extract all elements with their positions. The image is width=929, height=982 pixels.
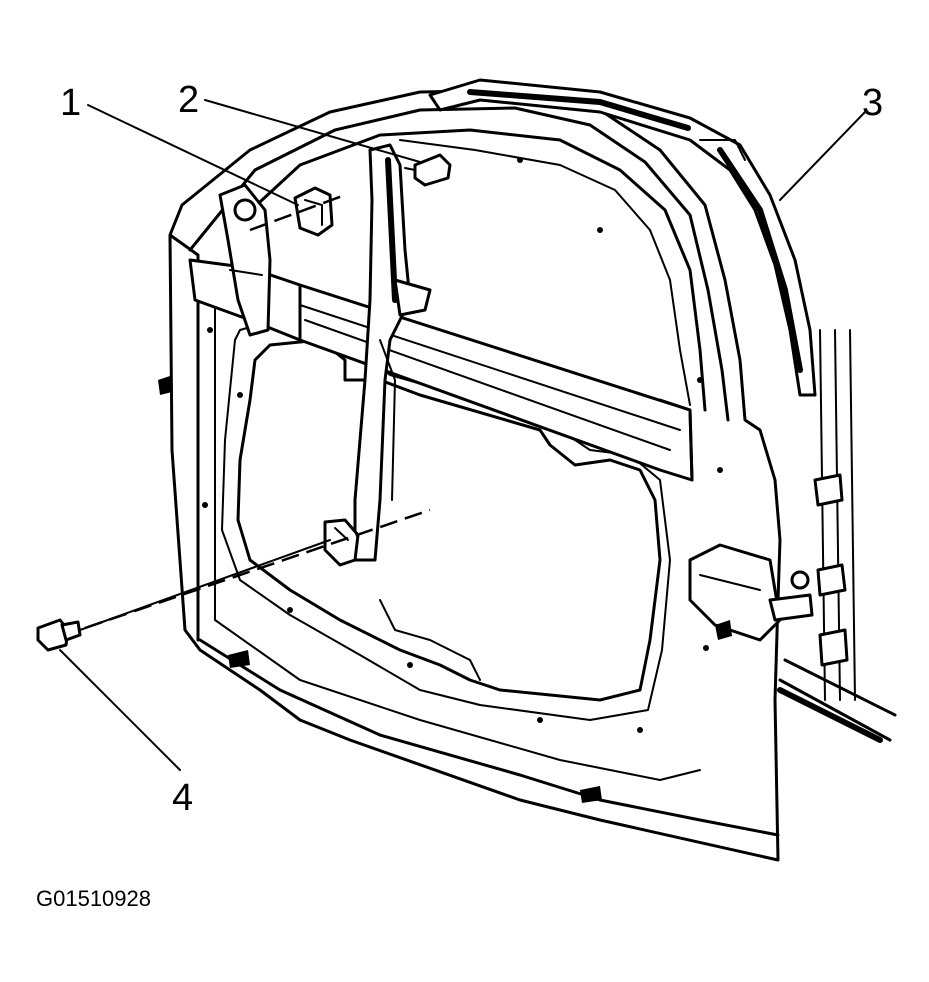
- part-4-bolt-lower: [36, 618, 82, 652]
- alignment-line-upper: [249, 193, 346, 232]
- door-inner-panel: [168, 88, 782, 862]
- bottom-clips: [158, 376, 732, 803]
- part-3-weatherstrip: [428, 78, 817, 397]
- part-2-bolt-upper: [404, 153, 452, 187]
- alignment-line-lower: [84, 508, 431, 630]
- door-latch-hardware: [688, 329, 897, 743]
- leader-line-4: [59, 649, 181, 771]
- callout-3: 3: [862, 82, 883, 124]
- window-regulator-rail: [353, 143, 432, 562]
- hinge-bracket: [218, 183, 272, 337]
- leader-line-3: [779, 111, 866, 201]
- callout-2: 2: [178, 79, 199, 121]
- part-1-upper-bracket: [293, 186, 334, 237]
- leader-line-1: [87, 104, 299, 206]
- leader-line-2: [204, 99, 421, 163]
- window-opening: [233, 128, 707, 412]
- figure-id: G01510928: [36, 886, 151, 911]
- rivet-dots: [202, 157, 723, 733]
- alignment-lines: [84, 193, 431, 630]
- callout-1: 1: [60, 82, 81, 124]
- callout-4: 4: [172, 777, 193, 819]
